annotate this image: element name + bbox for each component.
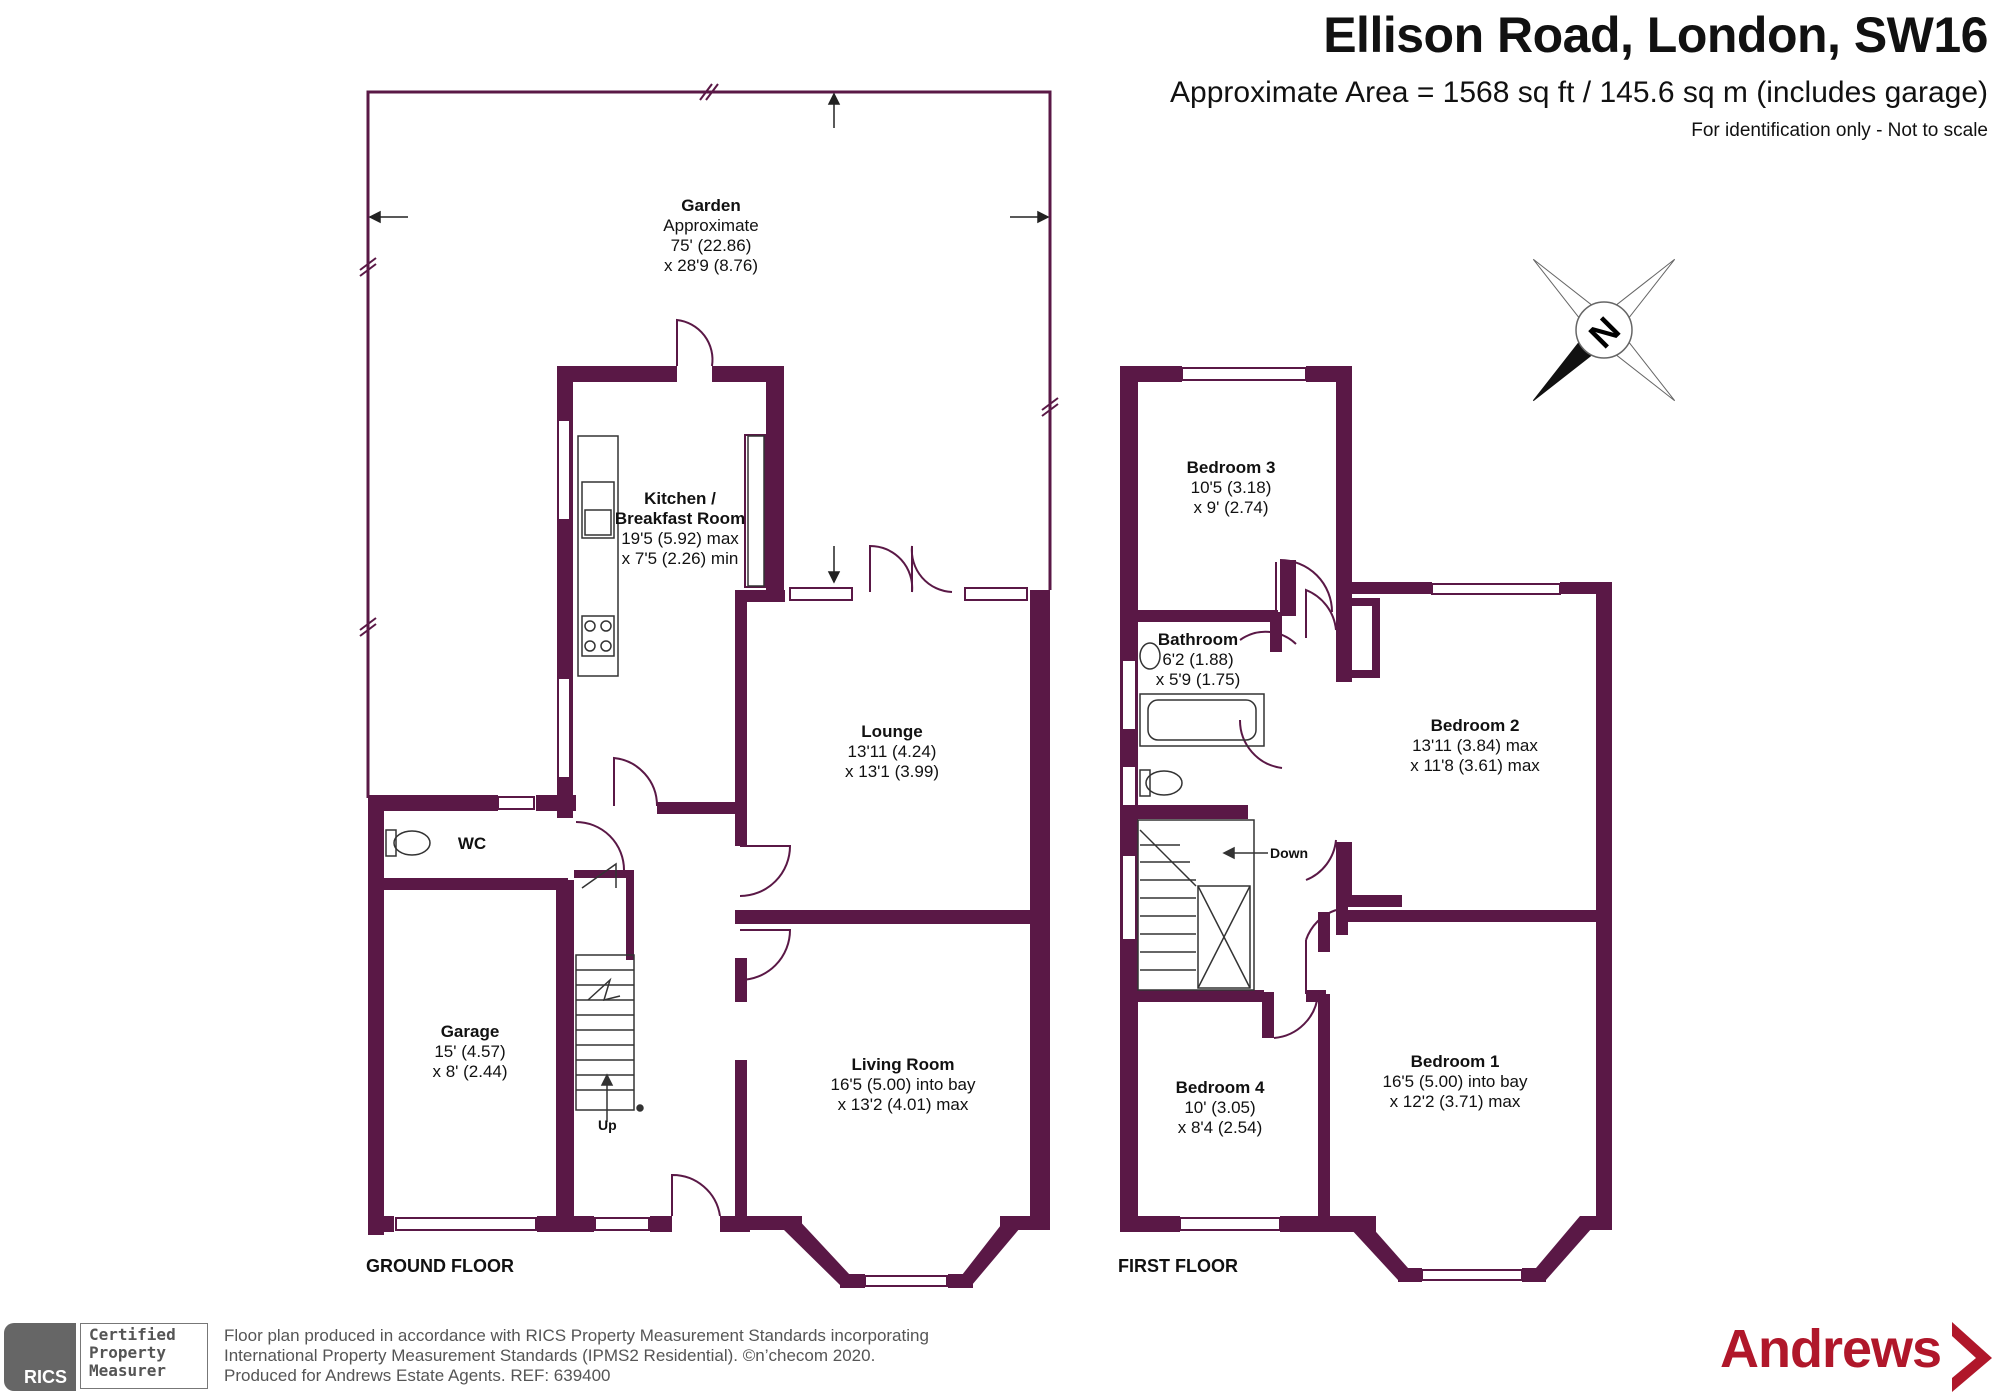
room-label-bedroom-2: Bedroom 2 13'11 (3.84) max x 11'8 (3.61)… <box>1410 716 1540 776</box>
room-dim: 16'5 (5.00) into bay <box>1382 1072 1528 1091</box>
room-label-kitchen: Kitchen / Breakfast Room 19'5 (5.92) max… <box>615 489 745 569</box>
room-label-garage: Garage 15' (4.57) x 8' (2.44) <box>432 1022 507 1082</box>
cert-line: Property <box>89 1343 167 1362</box>
room-dim: x 11'8 (3.61) max <box>1410 756 1540 775</box>
room-name: Breakfast Room <box>614 509 746 528</box>
room-dim: 10' (3.05) <box>1184 1098 1256 1117</box>
room-name: Bathroom <box>1157 630 1239 649</box>
room-label-bathroom: Bathroom 6'2 (1.88) x 5'9 (1.75) <box>1156 630 1241 690</box>
garden-arrows <box>368 92 1050 584</box>
room-dim: x 28'9 (8.76) <box>664 256 758 275</box>
room-label-wc: WC <box>458 834 486 854</box>
compass-rose-icon <box>1532 258 1676 402</box>
certified-property-measurer: Certified Property Measurer <box>80 1323 208 1389</box>
wc-toilet <box>385 829 431 857</box>
room-name: Bedroom 2 <box>1430 716 1520 735</box>
garden-outline <box>366 90 1052 798</box>
andrews-brand-logo: Andrews <box>1720 1319 1942 1379</box>
property-address: Ellison Road, London, SW16 <box>1323 7 1988 63</box>
first-floor-windows <box>1121 367 1561 1281</box>
room-dim: x 7'5 (2.26) min <box>621 549 739 568</box>
room-dim: x 12'2 (3.71) max <box>1389 1092 1521 1111</box>
room-name: Lounge <box>861 722 923 741</box>
break-marks <box>359 83 1059 637</box>
approximate-area: Approximate Area = 1568 sq ft / 145.6 sq… <box>1170 76 1988 109</box>
room-dim: 19'5 (5.92) max <box>621 529 739 548</box>
rics-logo-icon: RICS <box>4 1323 76 1391</box>
room-dim: 10'5 (3.18) <box>1190 478 1272 497</box>
room-dim: 13'11 (4.24) <box>847 742 937 761</box>
first-floor-doors <box>1238 559 1337 1039</box>
room-name: WC <box>457 834 487 853</box>
room-dim: 13'11 (3.84) max <box>1412 736 1538 755</box>
room-label-lounge: Lounge 13'11 (4.24) x 13'1 (3.99) <box>845 722 939 782</box>
stairs-up-label: Up <box>598 1117 617 1133</box>
first-floor-label: FIRST FLOOR <box>1118 1256 1238 1276</box>
first-floor-walls <box>1120 366 1612 1282</box>
cert-line: Measurer <box>89 1361 167 1380</box>
room-label-garden: Garden Approximate 75' (22.86) x 28'9 (8… <box>663 196 758 276</box>
footer-line: International Property Measurement Stand… <box>224 1346 876 1365</box>
room-dim: x 13'1 (3.99) <box>845 762 939 781</box>
room-name: Bedroom 1 <box>1410 1052 1500 1071</box>
ground-floor-stairs <box>575 862 644 1122</box>
room-dim: 6'2 (1.88) <box>1162 650 1234 669</box>
room-label-bedroom-4: Bedroom 4 10' (3.05) x 8'4 (2.54) <box>1176 1078 1265 1138</box>
ground-floor-label: GROUND FLOOR <box>366 1256 514 1276</box>
room-label-bedroom-1: Bedroom 1 16'5 (5.00) into bay x 12'2 (3… <box>1382 1052 1527 1112</box>
kitchen-units <box>577 435 765 677</box>
rics-certified-badge: RICS Certified Property Measurer <box>4 1323 208 1391</box>
first-floor-stairs <box>1137 819 1268 991</box>
room-name: Garage <box>440 1022 500 1041</box>
room-dim: 16'5 (5.00) into bay <box>830 1075 976 1094</box>
room-dim: 15' (4.57) <box>434 1042 506 1061</box>
room-name: Living Room <box>851 1055 955 1074</box>
room-label-living-room: Living Room 16'5 (5.00) into bay x 13'2 … <box>830 1055 975 1115</box>
room-dim: x 9' (2.74) <box>1193 498 1269 517</box>
bathroom-fittings <box>1139 642 1265 797</box>
room-dim: x 13'2 (4.01) max <box>837 1095 969 1114</box>
identification-note: For identification only - Not to scale <box>1691 120 1988 141</box>
ground-floor-windows <box>395 419 1028 1287</box>
ground-floor-doors <box>575 318 953 1217</box>
room-dim: Approximate <box>663 216 759 235</box>
rics-logo-text: RICS <box>24 1367 68 1387</box>
room-dim: x 8' (2.44) <box>432 1062 508 1081</box>
stairs-down-label: Down <box>1270 845 1309 861</box>
footer-line: Floor plan produced in accordance with R… <box>224 1326 929 1345</box>
room-dim: x 8'4 (2.54) <box>1177 1118 1263 1137</box>
room-name: Bedroom 4 <box>1175 1078 1265 1097</box>
footer-line: Produced for Andrews Estate Agents. REF:… <box>224 1366 611 1385</box>
cert-line: Certified <box>89 1325 176 1344</box>
room-dim: 75' (22.86) <box>670 236 752 255</box>
room-name: Bedroom 3 <box>1186 458 1276 477</box>
room-name: Kitchen / <box>644 489 716 508</box>
room-dim: x 5'9 (1.75) <box>1155 670 1241 689</box>
footer-note: Floor plan produced in accordance with R… <box>224 1326 929 1386</box>
room-name: Garden <box>681 196 741 215</box>
room-label-bedroom-3: Bedroom 3 10'5 (3.18) x 9' (2.74) <box>1187 458 1276 518</box>
